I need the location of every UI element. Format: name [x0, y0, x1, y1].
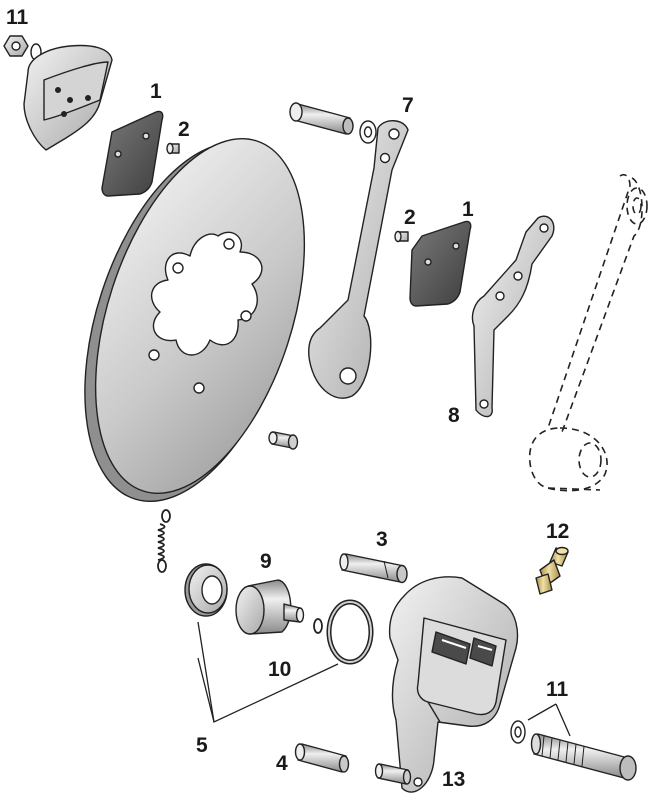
callout-13: 13 — [442, 768, 465, 791]
seal-washer — [184, 563, 228, 617]
pad-pin-left — [166, 142, 180, 155]
brake-pad-left — [101, 110, 164, 197]
caliper-body — [388, 576, 519, 793]
nut-and-washer-top — [3, 35, 42, 61]
callout-12: 12 — [546, 520, 569, 543]
callout-10: 10 — [268, 658, 291, 681]
bolt-and-washer-bottom — [510, 720, 637, 781]
pin-under-disc — [268, 431, 299, 450]
callout-7: 7 — [402, 94, 414, 117]
phantom-linkage — [528, 173, 648, 492]
bleeder-valve — [535, 546, 569, 595]
bracket-plate — [471, 215, 555, 418]
callout-labels: 11 1 2 7 2 1 8 9 3 12 10 5 11 4 13 — [6, 6, 569, 791]
callout-11-top: 11 — [6, 6, 29, 29]
callout-1-left: 1 — [150, 80, 162, 103]
leader-lines — [197, 621, 571, 737]
brake-pad-right — [409, 220, 472, 307]
lever-arm — [308, 120, 409, 399]
callout-5: 5 — [196, 734, 208, 757]
slide-pin-3 — [339, 553, 408, 584]
return-spring — [157, 509, 171, 573]
caliper-bracket-top — [23, 44, 113, 151]
pad-pin-right — [394, 230, 409, 243]
callout-11-bottom: 11 — [546, 678, 569, 701]
callout-3: 3 — [376, 528, 388, 551]
callout-4: 4 — [276, 752, 288, 775]
callout-2-left: 2 — [178, 118, 190, 141]
callout-8: 8 — [448, 404, 460, 427]
brake-disc — [84, 138, 306, 503]
small-o-ring — [313, 618, 323, 634]
callout-9: 9 — [260, 550, 272, 573]
callout-2-right: 2 — [404, 206, 416, 229]
large-o-ring — [326, 599, 374, 665]
pivot-pin-top — [289, 102, 377, 144]
pin-4 — [294, 743, 350, 773]
piston — [235, 579, 305, 635]
callout-1-right: 1 — [462, 198, 474, 221]
pin-13 — [374, 763, 412, 785]
